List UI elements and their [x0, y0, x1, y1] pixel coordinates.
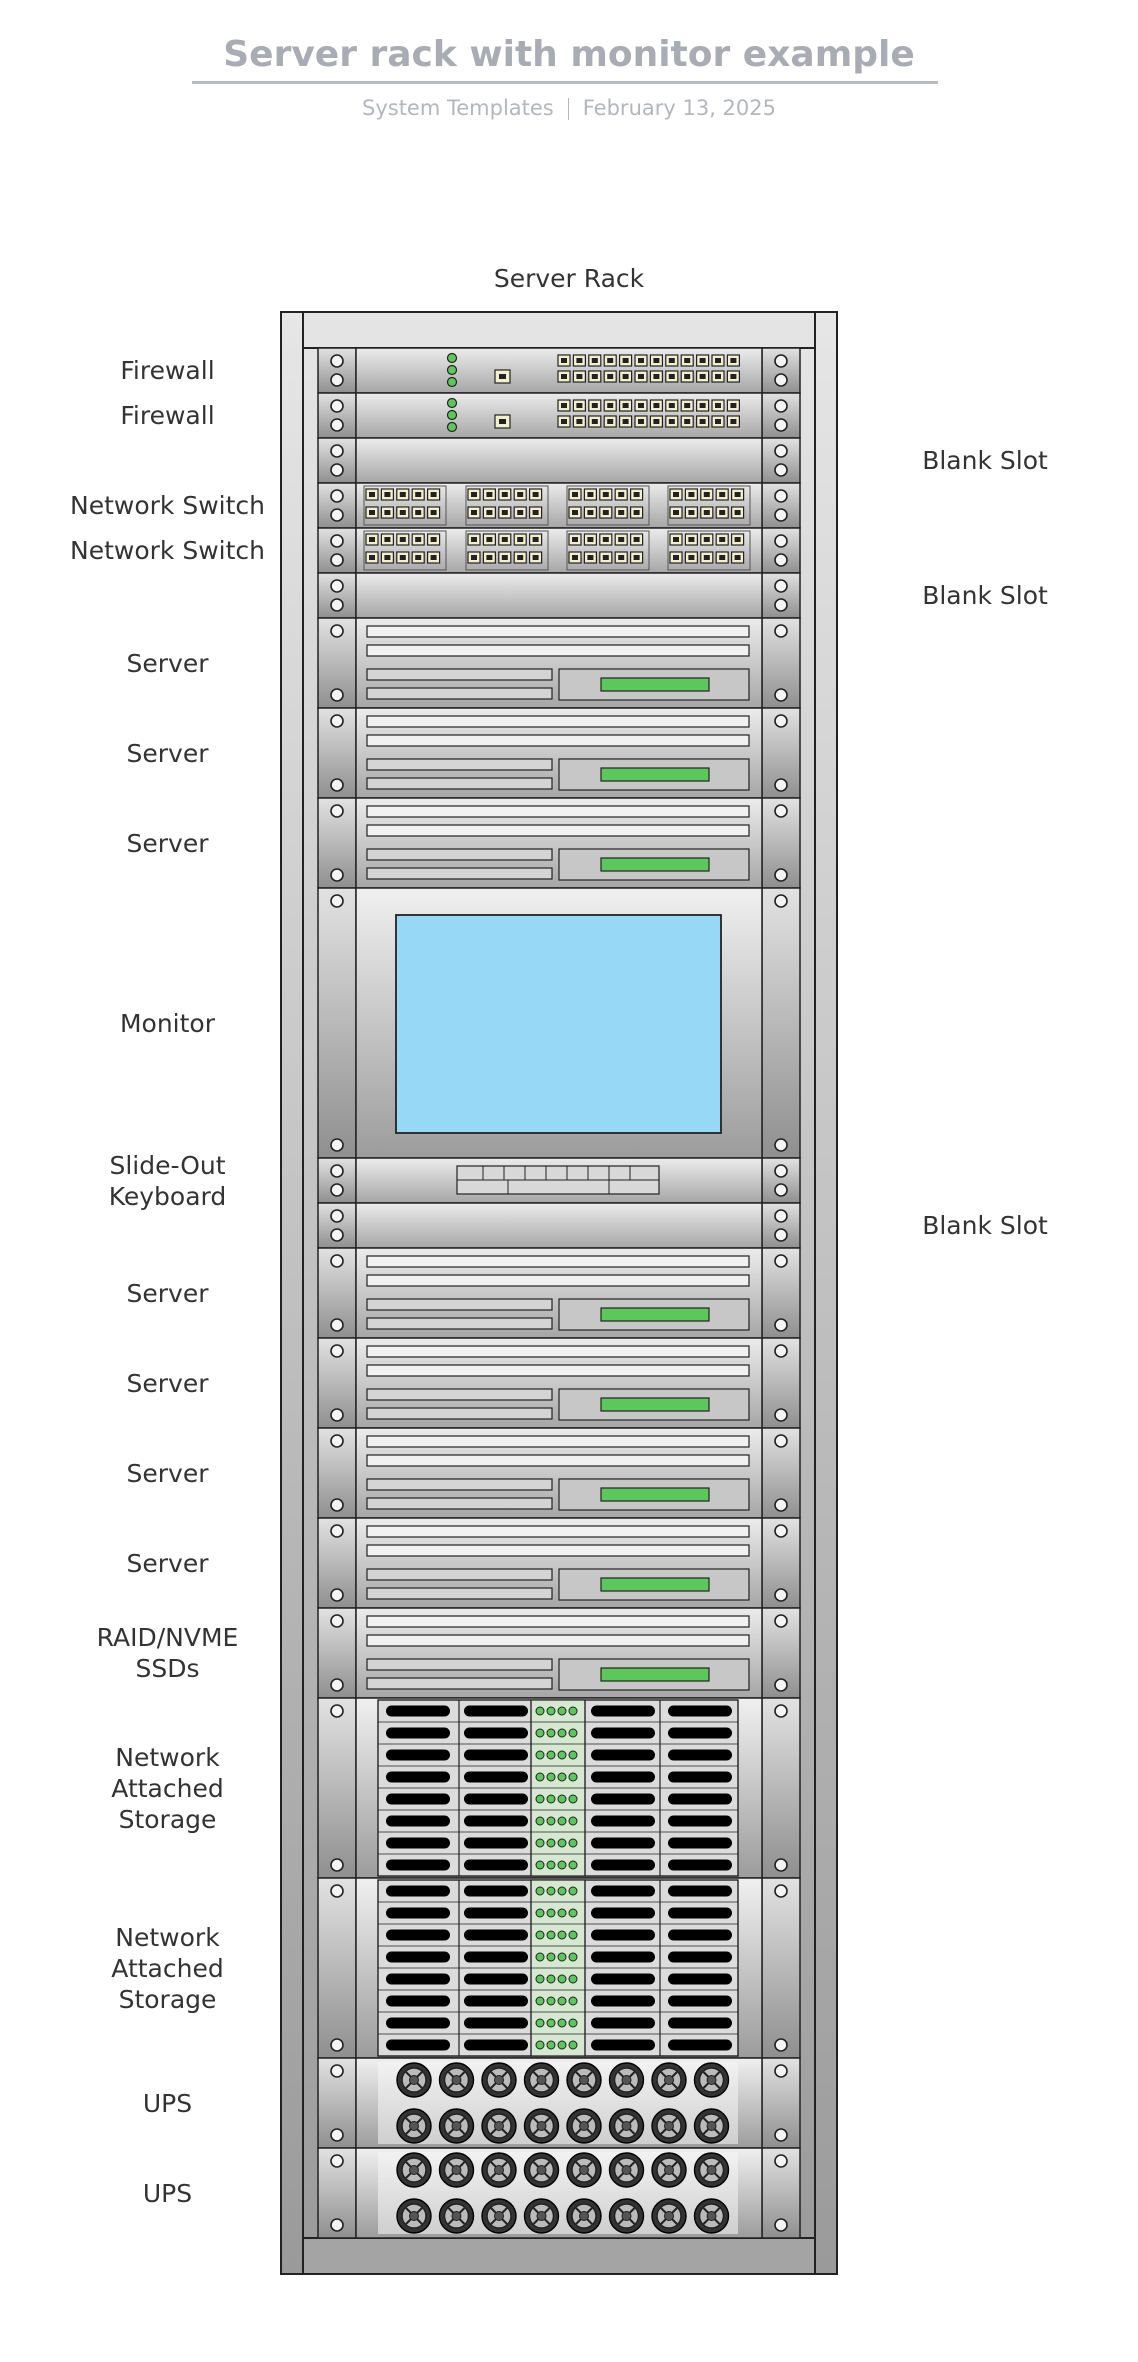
title-underline	[192, 81, 938, 84]
rack-unit-switch	[317, 482, 801, 529]
rack-unit-server	[317, 707, 801, 799]
subtitle-separator	[567, 98, 569, 120]
unit-label: UPS	[142, 2178, 193, 2208]
unit-label: Server	[126, 648, 209, 678]
page-title: Server rack with monitor example	[223, 34, 915, 75]
date-label: February 13, 2025	[582, 96, 776, 120]
rack-unit-firewall	[317, 347, 801, 394]
rack-unit-nas	[317, 1877, 801, 2059]
unit-label: Network Switch	[70, 536, 265, 565]
source-label: System Templates	[362, 96, 554, 120]
blank-slot-label: Blank Slot	[922, 446, 1048, 475]
rack-unit-server	[317, 617, 801, 709]
unit-label: Firewall	[120, 356, 215, 385]
rack-unit-server	[317, 797, 801, 889]
rack-unit-firewall	[317, 392, 801, 439]
rack-unit-blank	[317, 1202, 801, 1249]
unit-label: Server	[126, 1548, 209, 1578]
unit-label: Firewall	[120, 401, 215, 430]
rack-unit-blank	[317, 572, 801, 619]
unit-label: Server	[126, 1368, 209, 1398]
unit-label: Network Switch	[70, 491, 265, 520]
rack-unit-blank	[317, 437, 801, 484]
rack-title: Server Rack	[493, 264, 645, 293]
unit-label: Slide-Out Keyboard	[108, 1150, 227, 1211]
rack-unit-ups	[317, 2147, 801, 2239]
rack-unit-server	[317, 1247, 801, 1339]
unit-label: UPS	[142, 2088, 193, 2118]
rack-unit-nas	[317, 1697, 801, 1879]
unit-label: Monitor	[119, 1008, 216, 1038]
rack-unit-server	[317, 1337, 801, 1429]
rack-units	[317, 347, 801, 2239]
unit-label: Network Attached Storage	[111, 1742, 224, 1834]
unit-label: Server	[126, 1458, 209, 1488]
unit-label: Network Attached Storage	[111, 1922, 224, 2014]
unit-label: Server	[126, 828, 209, 858]
page-subtitle: System Templates February 13, 2025	[0, 96, 1138, 120]
rack-unit-server	[317, 1607, 801, 1699]
rack-unit-server	[317, 1427, 801, 1519]
rack-unit-ups	[317, 2057, 801, 2149]
rack-unit-keyboard	[317, 1157, 801, 1204]
rack-unit-switch	[317, 527, 801, 574]
blank-slot-label: Blank Slot	[922, 581, 1048, 610]
rack-unit-server	[317, 1517, 801, 1609]
rack-unit-monitor	[317, 887, 801, 1159]
unit-label: Server	[126, 1278, 209, 1308]
unit-label: RAID/NVME SSDs	[96, 1623, 239, 1683]
blank-slot-label: Blank Slot	[922, 1211, 1048, 1240]
unit-label: Server	[126, 738, 209, 768]
